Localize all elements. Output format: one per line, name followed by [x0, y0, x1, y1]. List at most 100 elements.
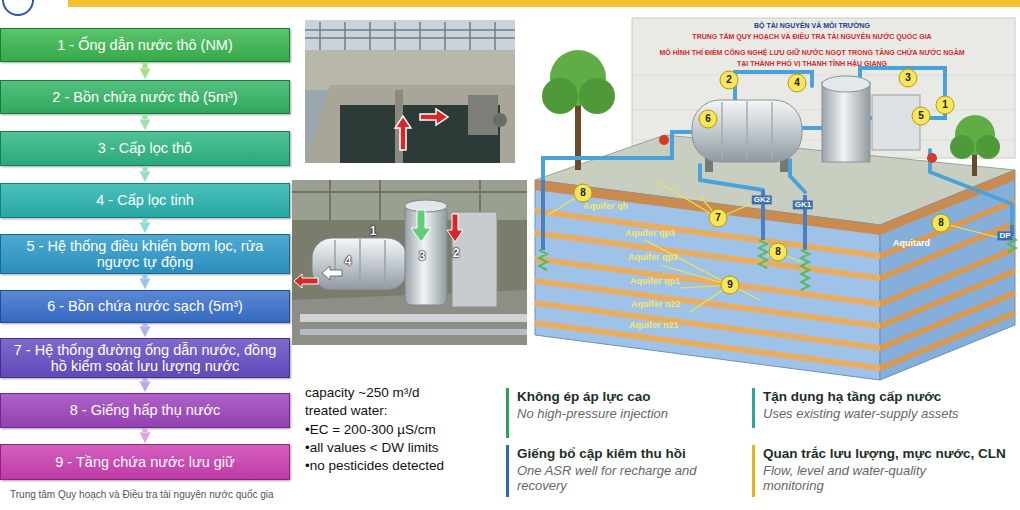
callout-number: 6 — [705, 113, 711, 125]
process-box: 7 - Hệ thống đường ống dẫn nước, đồng hồ… — [0, 338, 290, 378]
asr-model — [535, 18, 1016, 380]
callout-number: 5 — [918, 110, 924, 122]
callout-number: 7 — [715, 212, 721, 224]
process-box: 2 - Bồn chứa nước thô (5m³) — [0, 80, 290, 114]
well-label: DP — [997, 231, 1012, 240]
tank-wall — [305, 85, 515, 163]
flow-arrow — [143, 166, 148, 177]
feature-bar — [752, 445, 755, 497]
spec-text: treated water: — [305, 403, 388, 419]
photo-frame — [305, 20, 515, 163]
layer-label: Aquifer qh — [583, 201, 628, 211]
feature-heading: Giếng bổ cập kiêm thu hồi — [517, 446, 686, 462]
panel-heading: TRUNG TÂM QUY HOẠCH VÀ ĐIỀU TRA TÀI NGUY… — [692, 33, 931, 41]
tank-rings — [335, 239, 385, 289]
process-box: 6 - Bồn chứa nước sạch (5m³) — [0, 290, 290, 323]
box-text: 5 - Hệ thống điều khiển bơm lọc, rửa ngư… — [7, 238, 283, 270]
valve — [493, 113, 507, 127]
tree — [542, 50, 615, 170]
leader-lines — [548, 180, 1008, 312]
panel-heading: MÔ HÌNH THÍ ĐIỂM CÔNG NGHỆ LƯU GIỮ NƯỚC … — [659, 49, 964, 57]
feature-bar — [506, 445, 509, 497]
photo-settling-tank — [305, 20, 515, 163]
spec-text: capacity ~250 m³/d — [305, 385, 419, 401]
flow-arrow — [143, 378, 148, 387]
valve — [927, 153, 937, 163]
feature-heading: Quan trắc lưu lượng, mực nước, CLN — [763, 446, 1006, 462]
callout-number: 3 — [905, 72, 911, 84]
box-text: 4 - Cấp lọc tinh — [96, 192, 194, 208]
layer-label: Aquifer qp2 — [628, 252, 678, 262]
callout-number: 8 — [775, 246, 781, 258]
flow-arrow — [143, 62, 148, 74]
flow-arrow — [395, 116, 411, 150]
feature-heading: Không ép áp lực cao — [517, 389, 651, 405]
box-text: 8 - Giếng hấp thụ nước — [70, 402, 221, 418]
aquifer-side — [880, 170, 1015, 380]
callout-number: 2 — [726, 74, 732, 86]
layer-label: Aquifer n21 — [629, 320, 679, 330]
raw-water-tank — [312, 238, 407, 290]
photo-number: 4 — [345, 255, 352, 269]
feature-bar — [752, 388, 755, 428]
filter-vessel — [405, 205, 447, 305]
process-box: 1 - Ống dẫn nước thô (NM) — [0, 28, 290, 62]
flow-arrow — [411, 210, 431, 242]
feature-text: One ASR well for recharge and recovery — [517, 464, 729, 494]
process-box: 4 - Cấp lọc tinh — [0, 183, 290, 218]
control-box — [872, 95, 920, 150]
header-bar — [68, 0, 1020, 7]
photo-filter-system — [292, 180, 527, 345]
pipe-network — [543, 68, 1012, 226]
process-box: 3 - Cấp lọc thô — [0, 131, 290, 166]
box-text: 6 - Bồn chứa nước sạch (5m³) — [47, 298, 243, 314]
flow-arrow — [143, 428, 148, 438]
pipe — [300, 314, 527, 322]
clean-water-tank — [692, 100, 802, 162]
box-text: 3 - Cấp lọc thô — [98, 140, 192, 156]
aquitard-stripes — [535, 208, 880, 371]
photo-number: 3 — [419, 250, 426, 264]
box-text: 1 - Ống dẫn nước thô (NM) — [57, 37, 233, 53]
aquitard-stripes — [880, 198, 1015, 371]
box-text: 9 - Tầng chứa nước lưu giữ — [55, 454, 234, 470]
callout-number: 8 — [938, 217, 944, 229]
soil-layer — [535, 170, 1015, 235]
callout-circles — [574, 69, 954, 294]
flow-arrow — [143, 323, 148, 332]
callout-number: 1 — [942, 99, 948, 111]
photo-number: 2 — [453, 247, 460, 261]
control-cabinet — [452, 212, 497, 307]
flow-arrow — [143, 274, 148, 284]
aquifer-front — [535, 180, 880, 380]
tank-top — [822, 76, 870, 92]
feature-text: Uses existing water-supply assets — [763, 407, 1013, 422]
callout-number: 4 — [794, 77, 800, 89]
flow-arrow — [143, 114, 148, 125]
pipe — [300, 329, 527, 335]
flow-arrow — [447, 214, 463, 242]
panel-heading: BỘ TÀI NGUYÊN VÀ MÔI TRƯỜNG — [754, 22, 870, 30]
flow-arrow — [143, 218, 148, 228]
layer-label: Aquitard — [893, 238, 930, 248]
feature-text: Flow, level and water-quality monitoring — [763, 464, 975, 494]
panel-heading: TẠI THÀNH PHỐ VỊ THANH TỈNH HẬU GIANG — [737, 60, 887, 68]
callout-number: 9 — [727, 279, 733, 291]
flow-arrow — [294, 274, 318, 288]
layer-label: Aquifer n22 — [631, 299, 681, 309]
well-label: GK2 — [752, 195, 772, 204]
well-casing — [543, 180, 1012, 250]
feature-text: No high-pressure injection — [517, 407, 732, 422]
spec-text: •all values < DW limits — [305, 440, 438, 456]
tank-rings — [722, 101, 772, 161]
well-screen — [539, 236, 1016, 290]
box-text: 2 - Bồn chứa nước thô (5m³) — [52, 89, 237, 105]
flow-arrow — [322, 266, 342, 280]
raw-water-tank — [822, 82, 870, 162]
tree — [950, 115, 1000, 176]
vessel-top — [405, 200, 447, 212]
source-note: Trung tâm Quy hoạch và Điều tra tài nguy… — [10, 489, 274, 501]
